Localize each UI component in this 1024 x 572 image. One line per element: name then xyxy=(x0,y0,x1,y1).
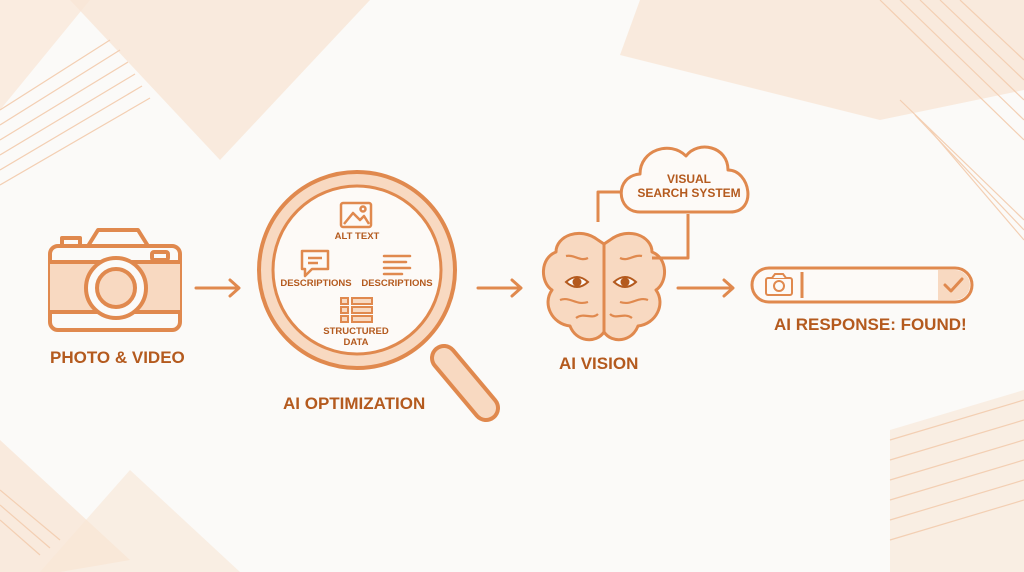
arrow-3 xyxy=(676,278,735,298)
visual-search-label: VISUAL SEARCH SYSTEM xyxy=(628,172,750,201)
cloud-connectors xyxy=(596,190,690,260)
eye-icon-left xyxy=(564,276,590,288)
image-icon xyxy=(339,201,373,229)
search-bar xyxy=(750,266,974,304)
cloud-icon xyxy=(619,145,750,214)
structured-data-label: STRUCTURED DATA xyxy=(316,326,396,349)
small-camera-icon xyxy=(765,273,793,296)
ai-vision-label: AI VISION xyxy=(559,354,639,373)
ai-optimization-label: AI OPTIMIZATION xyxy=(283,394,426,413)
brain-icon xyxy=(542,231,666,342)
camera-icon xyxy=(48,228,182,332)
arrow-1 xyxy=(194,278,241,298)
structured-data-line2: DATA xyxy=(343,336,369,348)
chat-bubble-icon xyxy=(300,249,330,278)
photo-video-label: PHOTO & VIDEO xyxy=(50,348,185,367)
magnifying-glass-icon xyxy=(257,170,500,422)
eye-icon-right xyxy=(612,276,638,288)
list-icon xyxy=(340,297,373,323)
ai-response-label: AI RESPONSE: FOUND! xyxy=(774,315,967,334)
alt-text-label: ALT TEXT xyxy=(334,231,380,242)
arrow-2 xyxy=(476,278,523,298)
descriptions-left-label: DESCRIPTIONS xyxy=(280,278,352,289)
check-icon xyxy=(943,277,964,293)
structured-data-line1: STRUCTURED xyxy=(323,326,389,337)
descriptions-right-label: DESCRIPTIONS xyxy=(361,278,433,289)
visual-search-line2: SEARCH SYSTEM xyxy=(637,185,741,200)
visual-search-line1: VISUAL xyxy=(666,172,711,186)
text-lines-icon xyxy=(382,254,412,276)
